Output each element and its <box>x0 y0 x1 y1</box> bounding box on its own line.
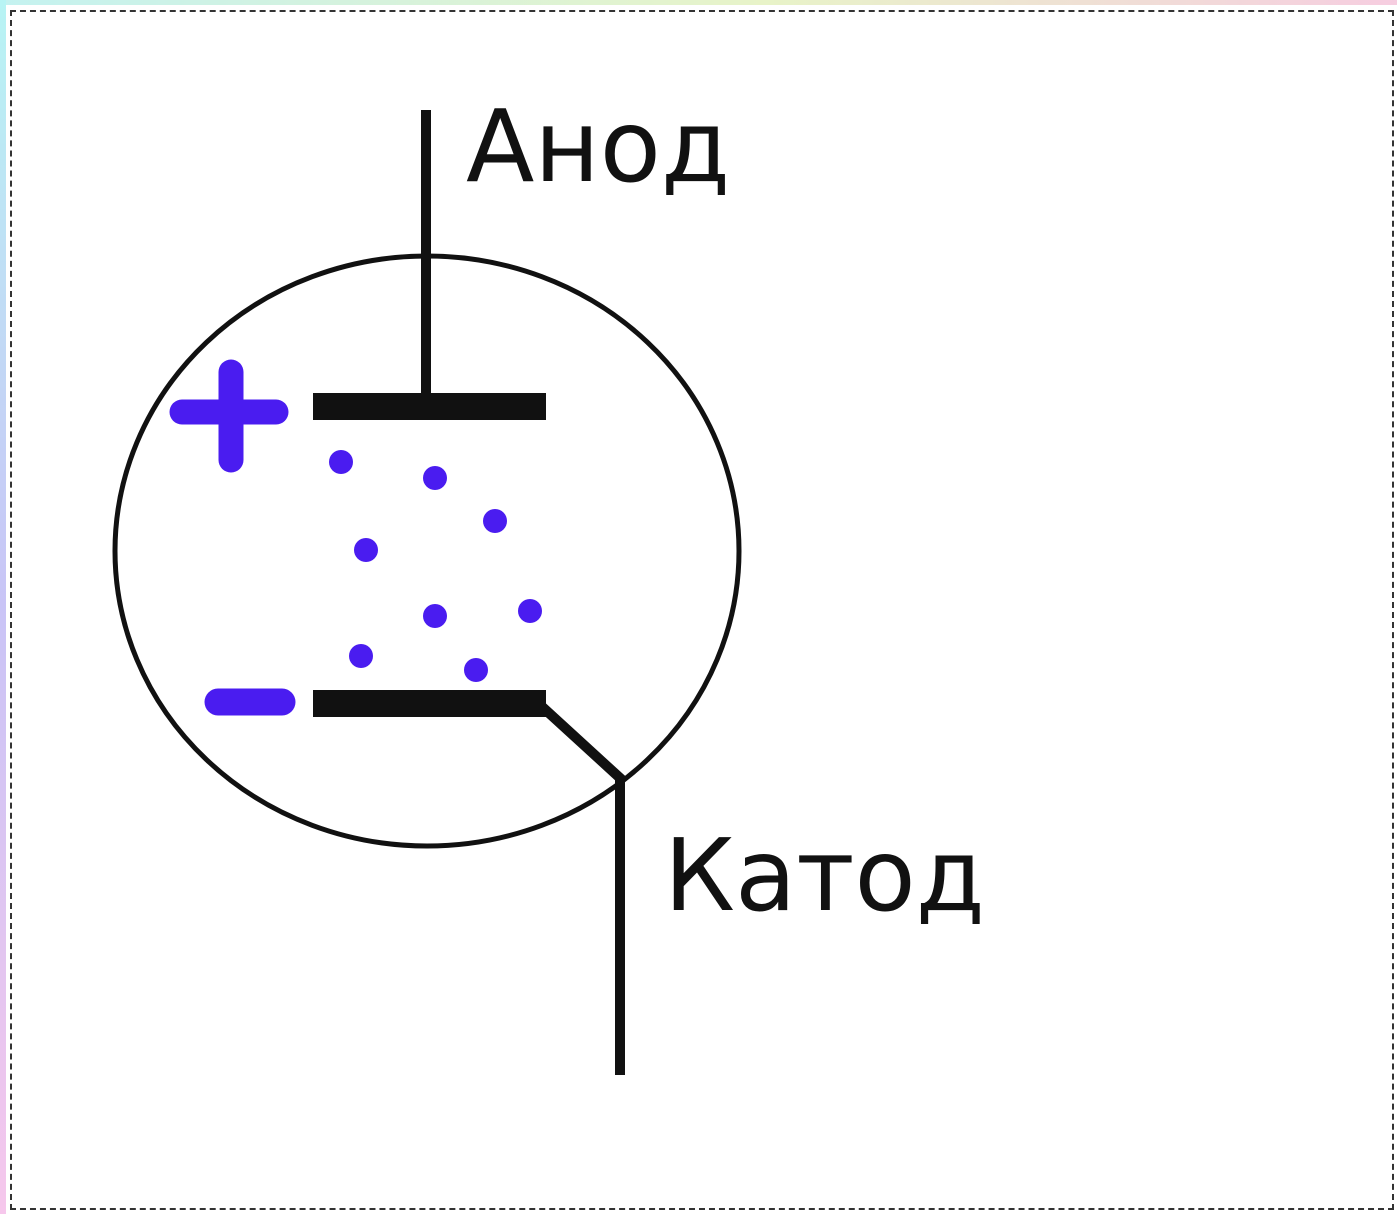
anode-label: Анод <box>466 88 730 205</box>
dashed-frame <box>10 10 1394 1210</box>
dot-icon <box>518 599 542 623</box>
dot-icon <box>423 466 447 490</box>
dot-icon <box>329 450 353 474</box>
left-edge-gradient <box>0 0 6 1214</box>
anode-plate <box>313 393 546 420</box>
cathode-lead <box>534 699 625 1075</box>
cathode-plate <box>313 690 546 717</box>
dot-icon <box>354 538 378 562</box>
dot-icon <box>349 644 373 668</box>
dot-icon <box>483 509 507 533</box>
cathode-label: Катод <box>664 817 985 934</box>
dot-icon <box>423 604 447 628</box>
charge-particles <box>329 450 542 682</box>
plus-icon <box>169 359 289 473</box>
dot-icon <box>464 658 488 682</box>
top-edge-gradient <box>0 0 1397 5</box>
